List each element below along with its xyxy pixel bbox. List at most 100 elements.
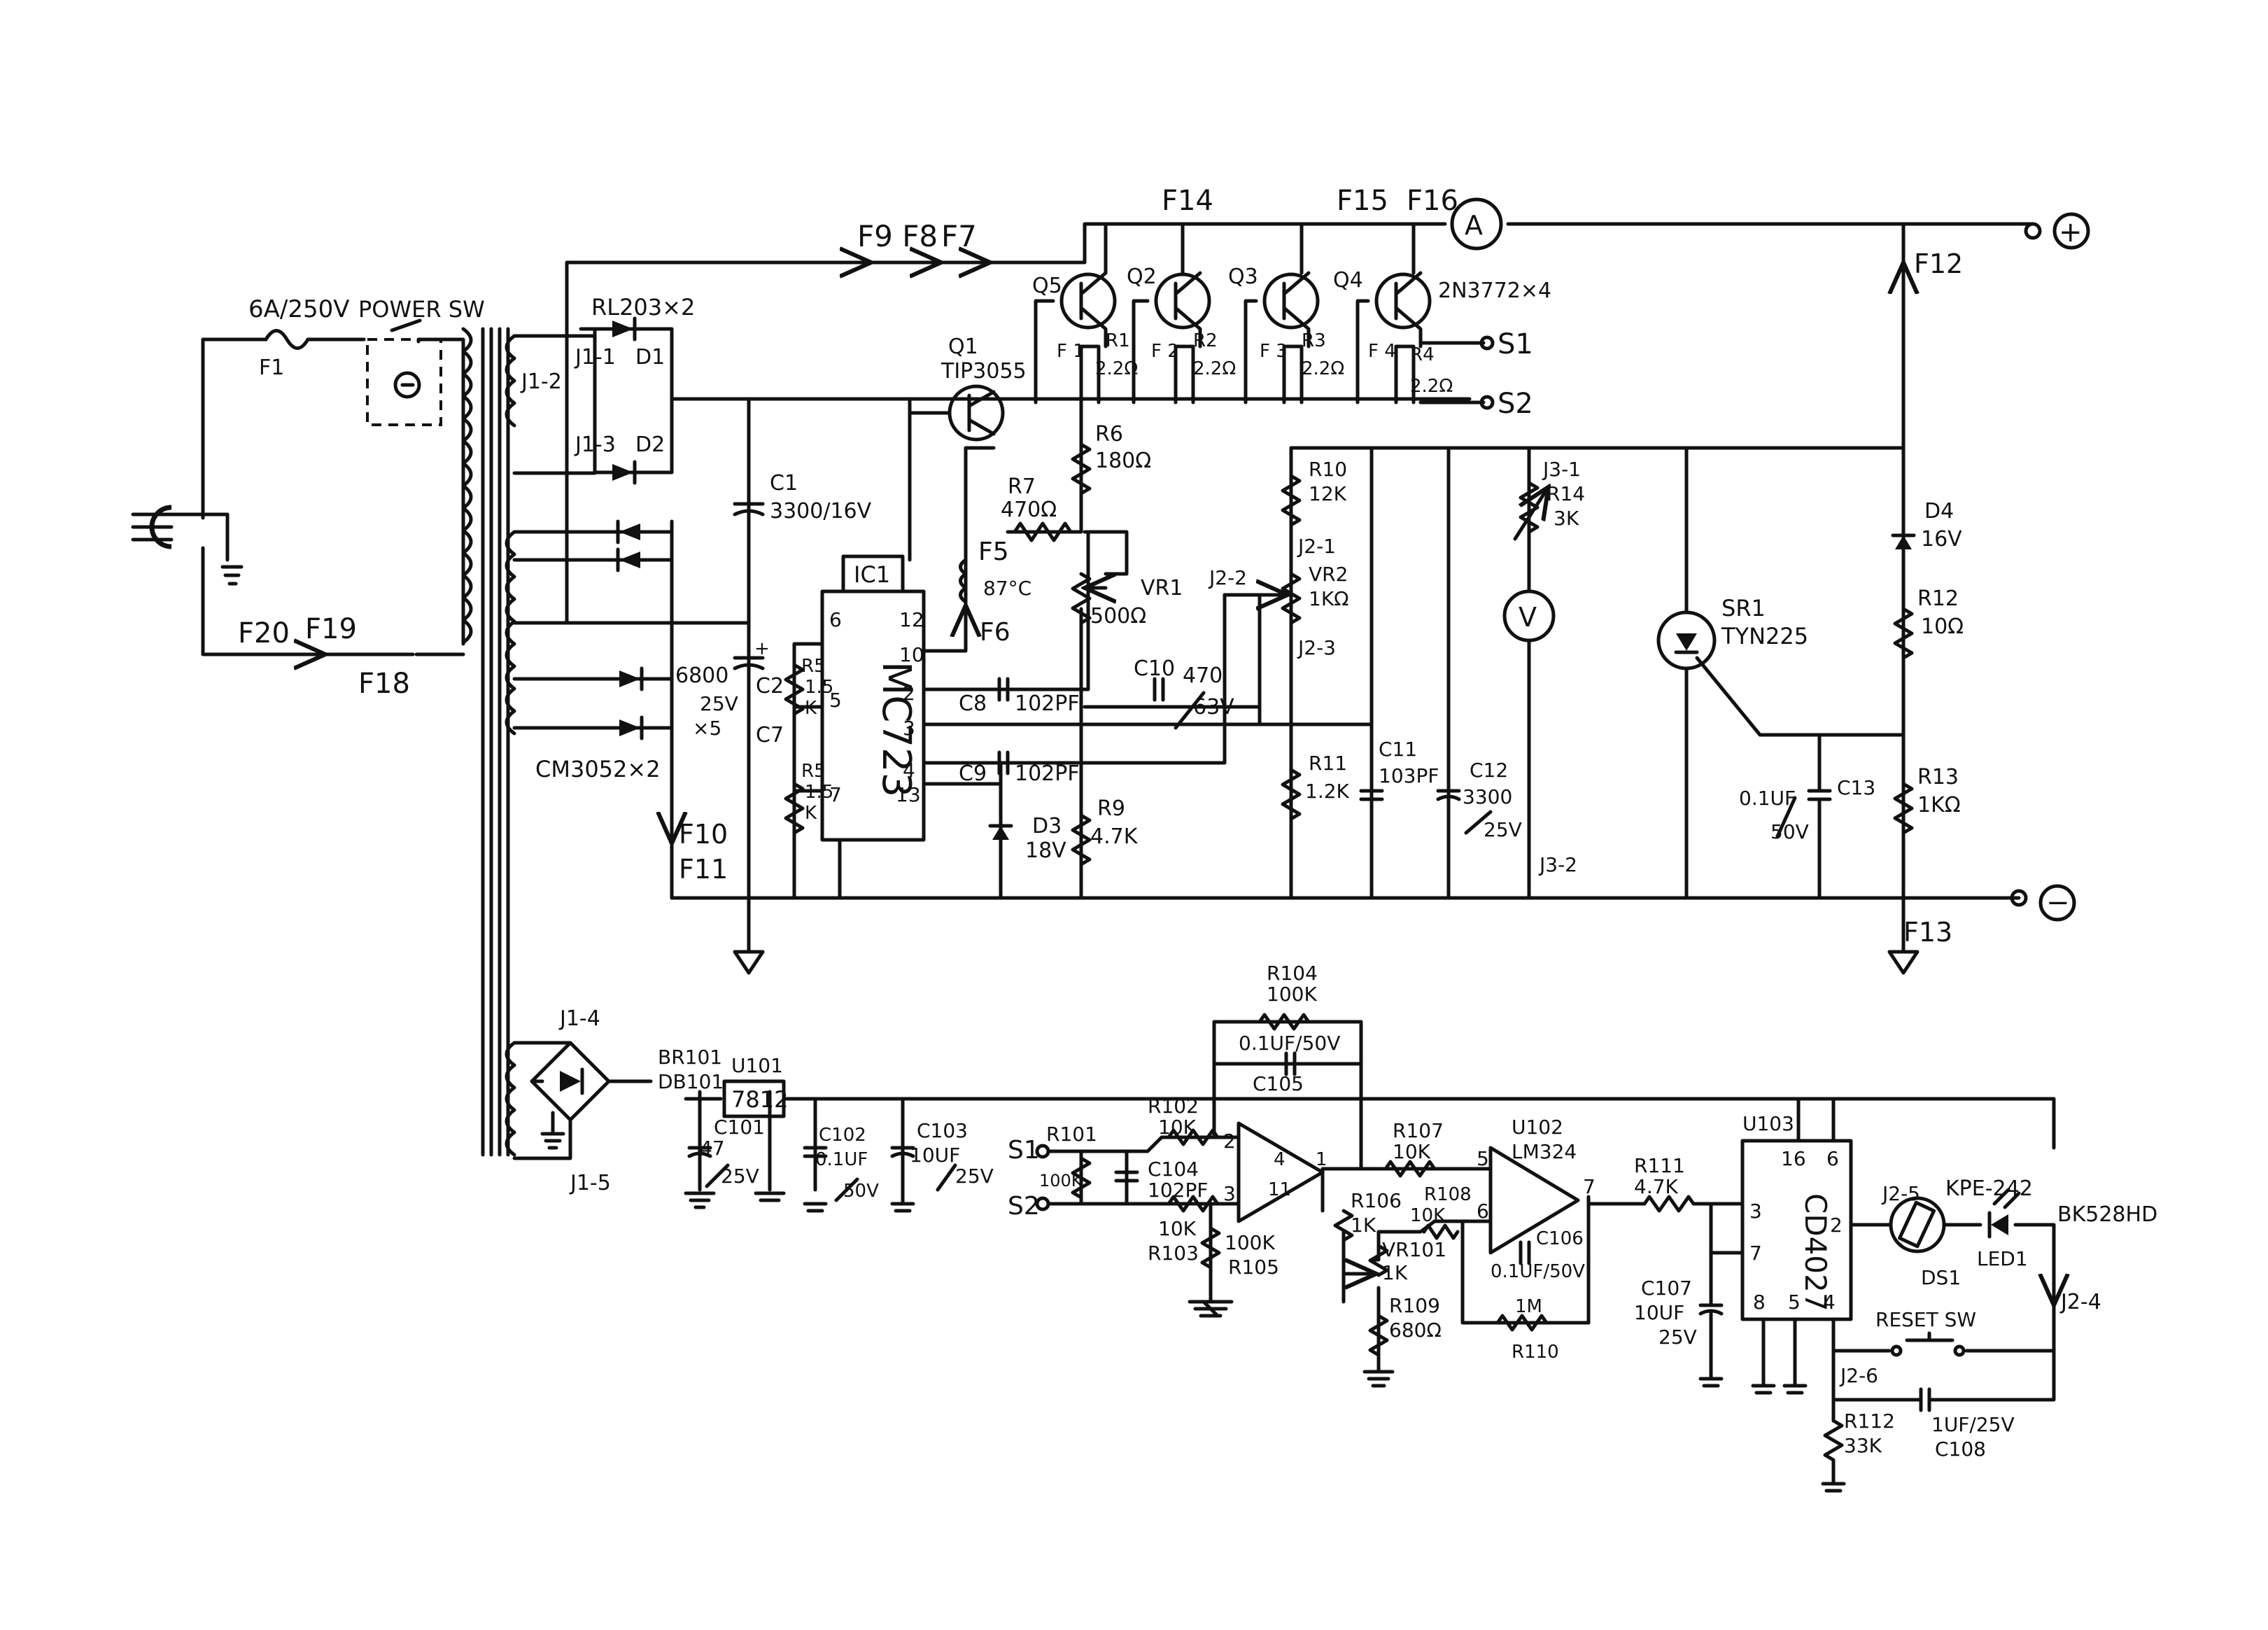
transformer-primary [461, 327, 473, 645]
value-r9: 4.7K [1090, 824, 1139, 849]
label-r1: R1 [1106, 330, 1130, 351]
opamp2-pin5: 5 [1477, 1147, 1489, 1170]
value-u102: LM324 [1512, 1140, 1577, 1163]
reset-switch [1831, 1331, 2056, 1357]
svg-text:5: 5 [1788, 1291, 1801, 1314]
value-r108: 10K [1410, 1205, 1446, 1226]
voltage-c10: 63V [1193, 695, 1234, 719]
label-c13: C13 [1837, 776, 1875, 799]
value-r1: 2.2Ω [1095, 358, 1138, 379]
voltage-c103: 25V [955, 1165, 994, 1188]
transistor-q5 [1059, 271, 1117, 349]
resistor-r105 [1200, 1226, 1221, 1270]
value-u101: 7812 [731, 1086, 788, 1113]
resistor-r101 [1071, 1156, 1092, 1200]
cap-bank: + [733, 638, 770, 670]
mains-plug [131, 505, 244, 586]
label-r107: R107 [1393, 1119, 1444, 1142]
transistor-q2 [1154, 271, 1211, 349]
value-r106: 1K [1351, 1214, 1376, 1237]
flow-f20: F20 [238, 617, 290, 649]
label-c1: C1 [770, 471, 798, 496]
label-u103: U103 [1742, 1112, 1794, 1135]
label-kpe242: KPE-242 [1945, 1176, 2033, 1201]
label-q4: Q4 [1333, 268, 1363, 293]
fuse-f1 [264, 329, 310, 350]
transistor-q1 [908, 384, 1005, 442]
label-r12: R12 [1917, 586, 1959, 611]
label-j2-5: J2-5 [1881, 1182, 1920, 1205]
value-sr1: TYN225 [1721, 623, 1808, 649]
svg-text:2: 2 [1830, 1214, 1843, 1237]
label-c9: C9 [959, 761, 987, 786]
label-r13: R13 [1917, 765, 1959, 789]
ammeter [1450, 197, 1503, 251]
resistor-r10 [1281, 474, 1302, 527]
label-j2-1: J2-1 [1297, 535, 1336, 558]
value-vr1: 500Ω [1090, 604, 1146, 628]
label-q2: Q2 [1127, 265, 1157, 289]
label-r3: R3 [1302, 330, 1326, 351]
ic1-mc723 [820, 554, 926, 842]
label-c7: C7 [756, 723, 784, 747]
flow-f10: F10 [679, 819, 728, 850]
label-q1: Q1 [948, 335, 978, 359]
label-r110: R110 [1512, 1342, 1559, 1363]
label-r111: R111 [1634, 1154, 1685, 1177]
label-c11: C11 [1379, 738, 1417, 761]
value-r2: 2.2Ω [1193, 358, 1236, 379]
label-f2-fuse: F 2 [1151, 341, 1179, 362]
label-r14: R14 [1547, 482, 1585, 505]
protect-power-wiring [512, 1041, 2056, 1206]
label-db101: DB101 [658, 1070, 724, 1093]
value-r107: 10K [1393, 1140, 1431, 1163]
svg-text:10: 10 [899, 643, 924, 666]
label-q3: Q3 [1228, 265, 1258, 289]
label-r106: R106 [1351, 1189, 1402, 1212]
label-j2-2: J2-2 [1208, 566, 1247, 589]
cap-c9 [997, 750, 1010, 775]
voltmeter-label: V [1519, 602, 1537, 633]
label-f3-fuse: F 3 [1260, 341, 1288, 362]
label-d1: D1 [635, 345, 665, 370]
value-r102: 10K [1158, 1116, 1197, 1139]
value-c9: 102PF [1015, 761, 1080, 786]
value-r104: 100K [1267, 983, 1317, 1006]
cap-c12 [1436, 789, 1493, 835]
value-r7: 470Ω [1001, 498, 1057, 522]
label-f4-fuse: F 4 [1368, 341, 1396, 362]
label-s1-bottom: S1 [1008, 1136, 1040, 1165]
unit-r5a: K [805, 698, 817, 719]
ic1-pins: 6 12 10 2 3 5 4 7 13 [829, 608, 924, 806]
label-r105: R105 [1228, 1256, 1279, 1279]
diode-cm3 [619, 666, 644, 691]
label-j2-6: J2-6 [1839, 1364, 1878, 1387]
svg-text:12: 12 [899, 608, 924, 631]
primary-wiring [201, 318, 465, 656]
label-2n3772: 2N3772×4 [1438, 279, 1551, 303]
svg-text:7: 7 [1749, 1242, 1762, 1265]
label-s1-top: S1 [1498, 328, 1533, 360]
voltage-c12: 25V [1484, 818, 1522, 841]
voltmeter-branch [1502, 446, 1554, 900]
label-c106: C106 [1536, 1228, 1584, 1249]
value-c104: 102PF [1148, 1179, 1208, 1202]
label-j1-2: J1-2 [520, 370, 562, 394]
scr-sr1 [1656, 446, 1906, 900]
resistor-r6 [1071, 442, 1092, 496]
flow-f9-f8: F9 F8 [857, 219, 938, 253]
regulator-wiring [792, 397, 1374, 900]
terminal-positive-label: + [2059, 216, 2083, 248]
flow-f13: F13 [1903, 917, 1952, 948]
flow-f5: F5 [978, 538, 1009, 566]
label-c104: C104 [1148, 1158, 1199, 1181]
buzzer-ds1 [1849, 1196, 2056, 1353]
voltage-c102: 50V [843, 1181, 879, 1202]
opamp-1 [1237, 1121, 1325, 1223]
label-j3-1: J3-1 [1542, 458, 1581, 481]
terminal-negative [2010, 884, 2076, 922]
resistor-r7 [1013, 521, 1073, 542]
label-r102: R102 [1148, 1095, 1199, 1118]
cap-c102 [803, 1146, 859, 1202]
value-r112: 33K [1844, 1434, 1882, 1457]
